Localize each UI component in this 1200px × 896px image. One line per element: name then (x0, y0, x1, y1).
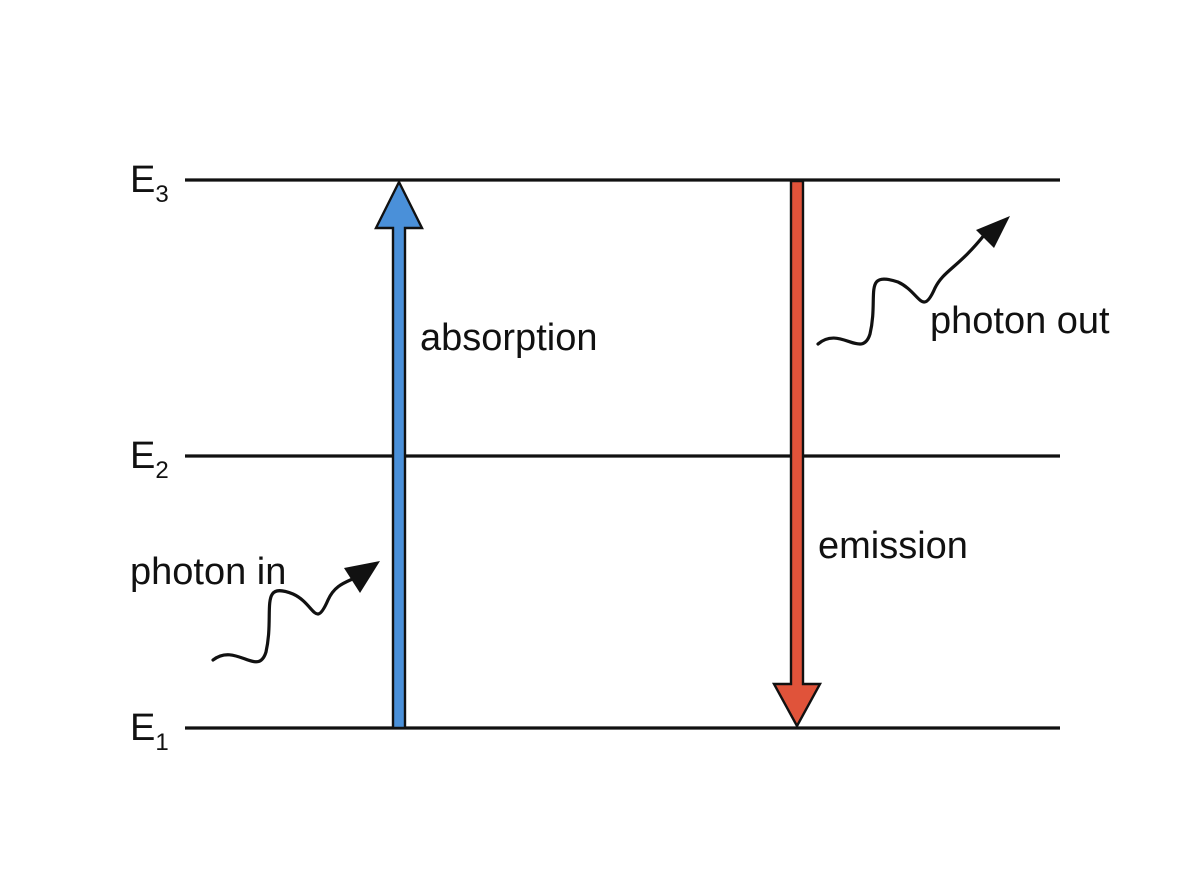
photon-out-label: photon out (930, 300, 1110, 342)
emission-label: emission (818, 525, 968, 567)
level-label-e2: E2 (130, 435, 169, 484)
photon-out-wave (816, 232, 987, 346)
emission-arrow (771, 179, 823, 729)
photon-out-arrowhead-icon (976, 216, 1010, 248)
absorption-label: absorption (420, 317, 597, 359)
absorption-arrow (374, 179, 424, 730)
level-label-e1: E1 (130, 707, 169, 756)
photon-in-wave (211, 572, 364, 664)
photon-in-label: photon in (130, 551, 286, 593)
level-label-e3: E3 (130, 159, 169, 208)
photon-in-arrowhead-icon (344, 561, 380, 593)
